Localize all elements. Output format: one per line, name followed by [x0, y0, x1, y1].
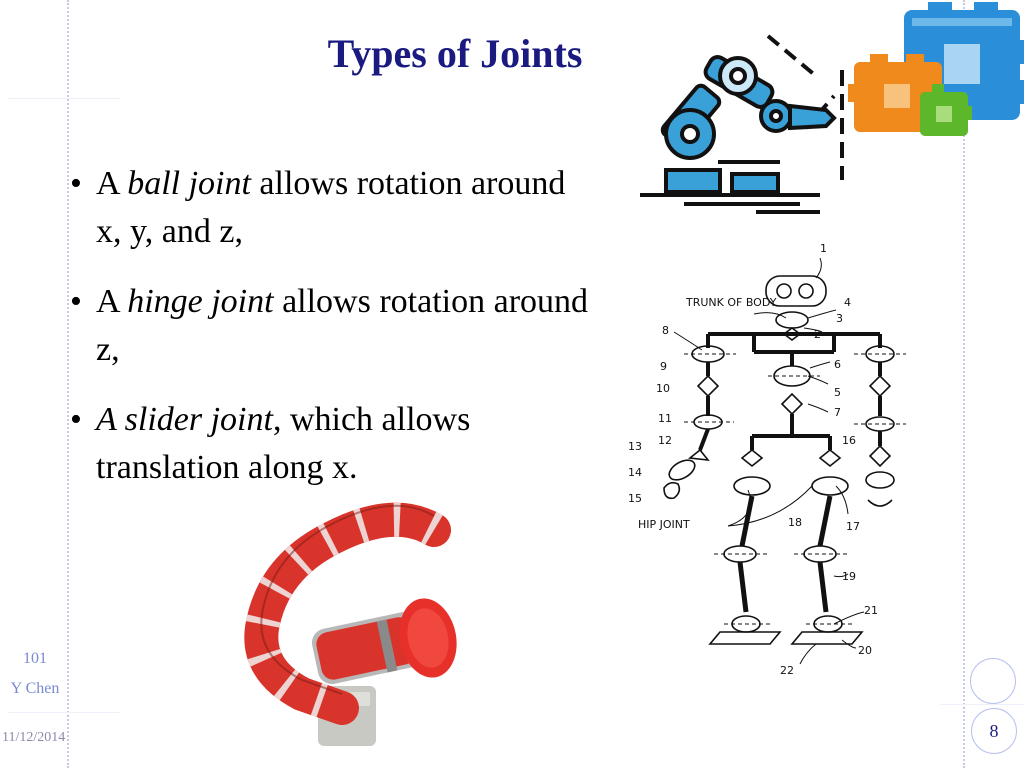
footer-date: 11/12/2014	[2, 730, 66, 745]
term-slider-joint: A slider joint	[96, 401, 273, 438]
slide-title: Types of Joints	[327, 31, 583, 76]
bullet-dot: •	[70, 401, 82, 438]
label-8: 8	[662, 324, 669, 337]
snake-robot-photo	[244, 502, 457, 746]
term-hinge-joint: hinge joint	[127, 283, 274, 320]
footer-number: 101	[23, 650, 47, 667]
term-ball-joint: ball joint	[127, 165, 251, 202]
footer-author: Y Chen	[10, 680, 60, 697]
gear-green-icon	[920, 84, 972, 136]
label-14: 14	[628, 466, 642, 479]
label-trunk-of-body: TRUNK OF BODY	[685, 296, 777, 309]
left-rule-bottom	[8, 712, 120, 713]
left-guide-line	[67, 0, 69, 768]
bullet-dot: •	[70, 165, 82, 202]
humanoid-joint-diagram: TRUNK OF BODY HIP JOINT 1 2 3 4 5 6 7 8 …	[628, 242, 906, 677]
label-15: 15	[628, 492, 642, 505]
label-10: 10	[656, 382, 670, 395]
label-1: 1	[820, 242, 827, 255]
label-16: 16	[842, 434, 856, 447]
bullet-dot: •	[70, 283, 82, 320]
page-number: 8	[989, 721, 999, 741]
label-22: 22	[780, 664, 794, 677]
label-3: 3	[836, 312, 843, 325]
bullet-hinge-joint: •A hinge joint allows rotation around z,	[70, 278, 590, 374]
label-18: 18	[788, 516, 802, 529]
bullet-slider-joint: •A slider joint, which allows translatio…	[70, 396, 590, 492]
label-11: 11	[658, 412, 672, 425]
label-21: 21	[864, 604, 878, 617]
bullet-list: •A ball joint allows rotation around x, …	[70, 160, 590, 514]
left-rule-top	[8, 98, 120, 99]
label-hip-joint: HIP JOINT	[638, 518, 690, 531]
bullet-ball-joint: •A ball joint allows rotation around x, …	[70, 160, 590, 256]
decorative-circle	[970, 658, 1016, 704]
label-7: 7	[834, 406, 841, 419]
label-12: 12	[658, 434, 672, 447]
label-6: 6	[834, 358, 841, 371]
label-9: 9	[660, 360, 667, 373]
robot-arm-illustration	[640, 34, 844, 214]
page-number-circle	[971, 708, 1017, 754]
label-5: 5	[834, 386, 841, 399]
gears-illustration	[848, 2, 1024, 136]
label-19: 19	[842, 570, 856, 583]
label-4: 4	[844, 296, 851, 309]
label-2: 2	[814, 328, 821, 341]
label-17: 17	[846, 520, 860, 533]
right-guide-line	[963, 0, 965, 768]
label-20: 20	[858, 644, 872, 657]
label-13: 13	[628, 440, 642, 453]
right-rule	[940, 704, 1024, 705]
